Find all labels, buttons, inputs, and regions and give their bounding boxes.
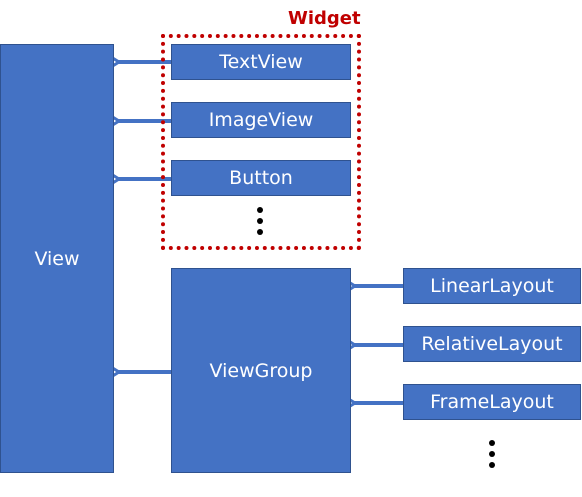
imageview-node-label: ImageView: [208, 109, 314, 131]
relativelayout-node: RelativeLayout: [403, 326, 581, 362]
button-node-label: Button: [229, 167, 293, 189]
viewgroup-node-label: ViewGroup: [209, 359, 313, 382]
relativelayout-node-label: RelativeLayout: [421, 333, 563, 355]
textview-node: TextView: [171, 44, 351, 80]
textview-node-label: TextView: [219, 51, 303, 73]
viewgroup-node: ViewGroup: [171, 268, 351, 473]
view-node: View: [0, 44, 114, 473]
framelayout-node-label: FrameLayout: [430, 391, 554, 413]
view-node-label: View: [34, 247, 80, 270]
layout-more-ellipsis: [488, 440, 496, 473]
button-node: Button: [171, 160, 351, 196]
widget-group-label: Widget: [288, 8, 361, 29]
framelayout-node: FrameLayout: [403, 384, 581, 420]
imageview-node: ImageView: [171, 102, 351, 138]
linearlayout-node: LinearLayout: [403, 268, 581, 304]
linearlayout-node-label: LinearLayout: [430, 275, 554, 297]
widget-group-boundary: [161, 34, 361, 250]
widget-more-ellipsis: [256, 207, 264, 240]
